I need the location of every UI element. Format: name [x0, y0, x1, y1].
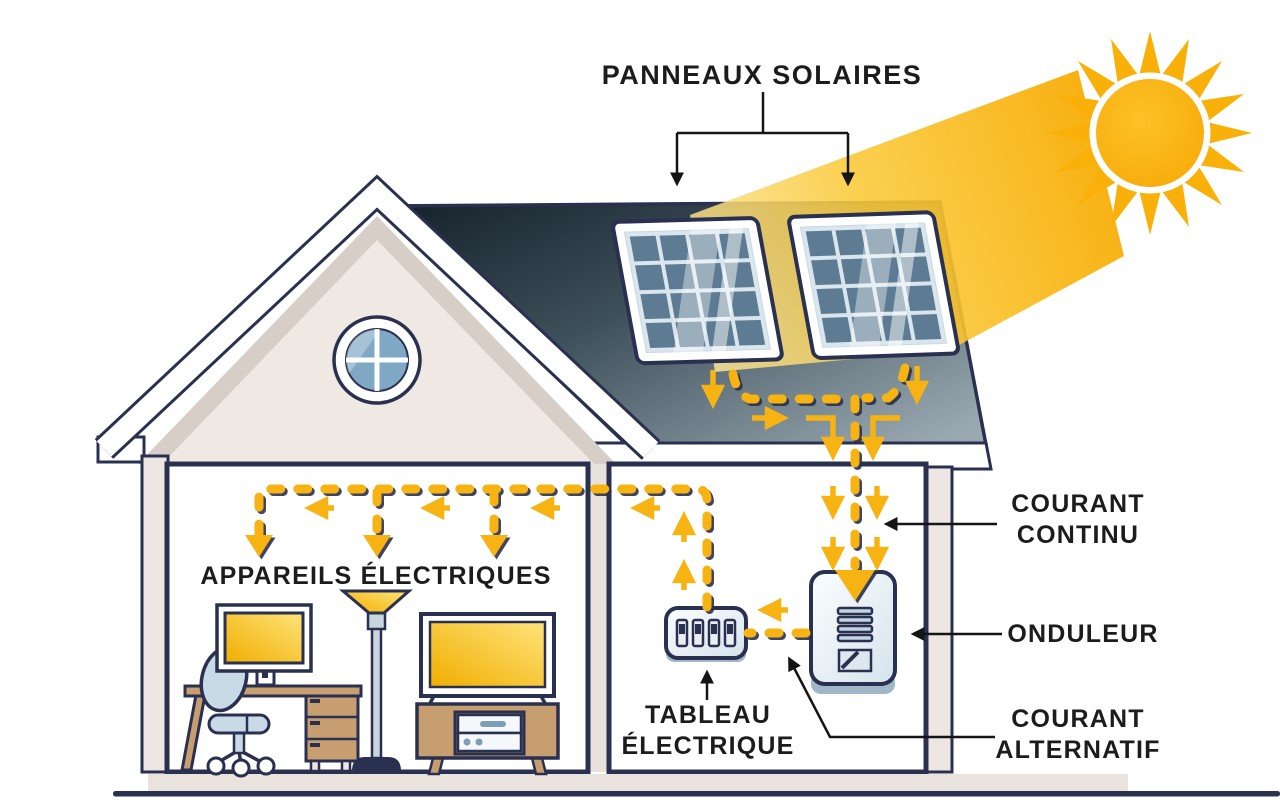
- panel-glare: [844, 222, 923, 348]
- energy-flow: [245, 366, 930, 633]
- lamp-neck: [366, 610, 387, 631]
- drawer-foot: [340, 759, 352, 773]
- elbow-down-arrow-icon: [806, 415, 846, 461]
- solar-panel-left: [611, 216, 784, 366]
- label-tableau-2: ÉLECTRIQUE: [621, 731, 794, 760]
- inverter-vents: [836, 606, 874, 643]
- panel-glare: [668, 228, 747, 354]
- label-panneaux-solaires: PANNEAUX SOLAIRES: [602, 60, 923, 90]
- lamp-base: [352, 757, 401, 771]
- chair-post: [232, 731, 246, 755]
- monitor-screen: [223, 611, 305, 665]
- monitor-icon: [215, 603, 313, 687]
- chair-wheel: [231, 758, 251, 778]
- media-box: [456, 731, 523, 753]
- label-courant-continu-2: CONTINU: [1017, 521, 1139, 549]
- breaker-switches: [675, 618, 737, 648]
- chair-wheel: [256, 756, 276, 776]
- elbow-down-arrow-icon: [860, 415, 900, 461]
- solar-panel-right: [787, 210, 960, 360]
- chair-seat: [207, 713, 271, 735]
- label-onduleur: ONDULEUR: [1007, 620, 1158, 648]
- label-appareils: APPAREILS ÉLECTRIQUES: [200, 561, 551, 590]
- label-courant-alternatif-2: ALTERNATIF: [995, 736, 1160, 764]
- drawer-foot: [309, 759, 321, 773]
- chair-wheel: [206, 756, 226, 776]
- annotations: [670, 92, 1002, 739]
- tv-screen: [428, 620, 547, 689]
- lamp-shade: [338, 589, 413, 615]
- label-courant-alternatif-1: COURANT: [1011, 705, 1144, 733]
- floor-lamp-icon: [338, 589, 413, 771]
- label-courant-continu-1: COURANT: [1011, 490, 1144, 518]
- label-tableau-1: TABLEAU: [645, 701, 771, 729]
- breaker-panel-icon: [664, 606, 748, 662]
- gable: [94, 174, 661, 464]
- tv-stand-icon: [415, 702, 560, 776]
- ground-line: [113, 791, 1280, 797]
- round-window-icon: [332, 315, 422, 405]
- lamp-pole: [370, 626, 383, 760]
- foundation: [148, 774, 1128, 792]
- flow-arrows: [304, 366, 930, 623]
- desk-drawers: [304, 693, 360, 763]
- pointer-arrow-icon: [788, 656, 995, 739]
- tv-icon: [419, 612, 556, 706]
- sun-icon: [1048, 31, 1252, 235]
- left-wall: [140, 454, 170, 774]
- fascia: [96, 178, 659, 458]
